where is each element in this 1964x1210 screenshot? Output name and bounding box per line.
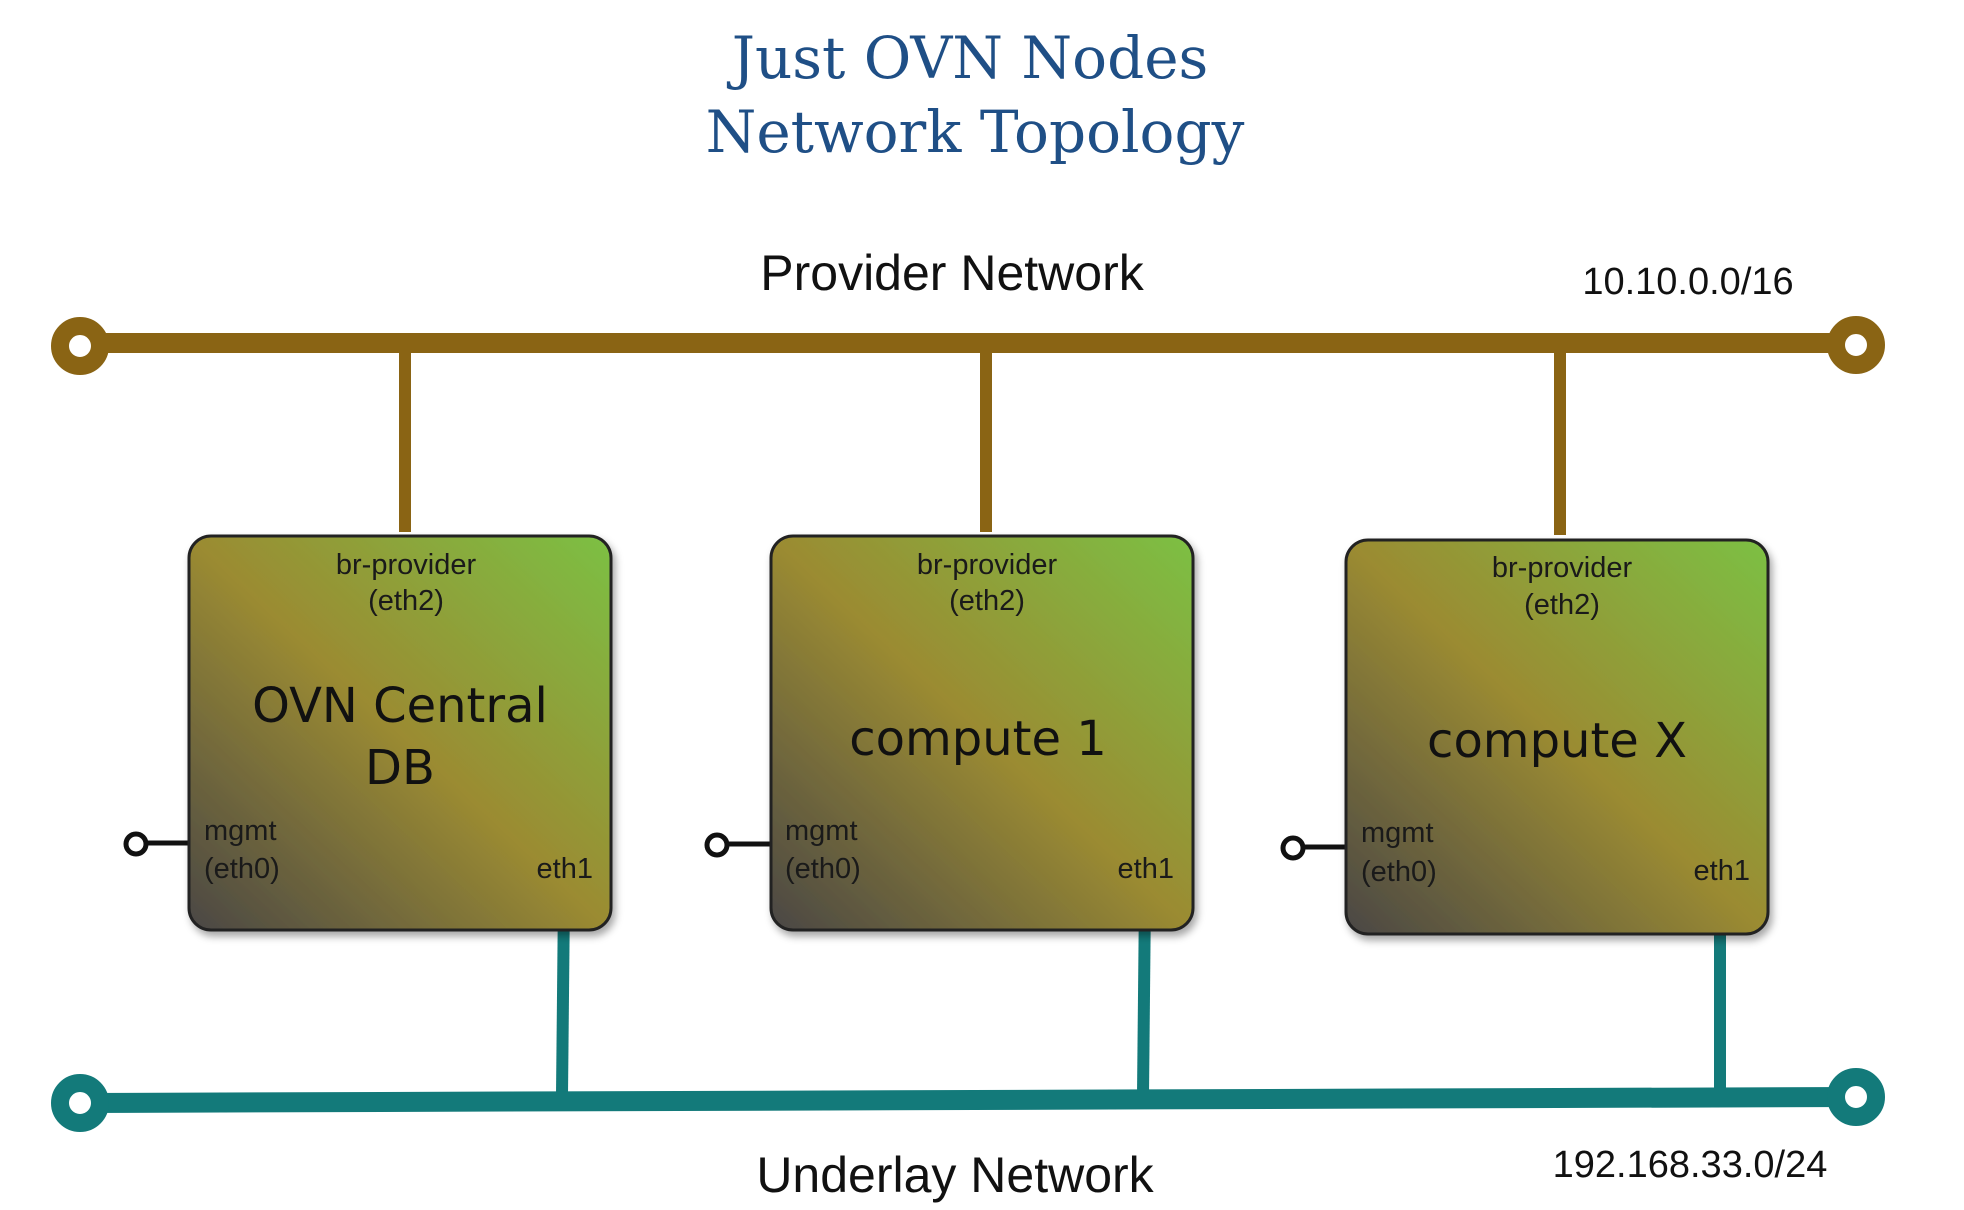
mgmt-port-node-3	[1280, 835, 1306, 861]
provider-network-label: Provider Network	[760, 245, 1144, 301]
provider-port-sublabel-1: (eth2)	[368, 585, 444, 617]
node-compute-x: br-provider (eth2) compute X mgmt (eth0)…	[1280, 538, 1770, 936]
provider-network-cidr: 10.10.0.0/16	[1582, 261, 1793, 303]
node-name-2: compute 1	[849, 711, 1107, 767]
underlay-bus-end-left	[51, 1074, 109, 1132]
provider-bus-end-right	[1827, 316, 1885, 374]
node-compute-1: br-provider (eth2) compute 1 mgmt (eth0)…	[704, 534, 1195, 932]
node-box-1	[187, 534, 613, 932]
mgmt-port-label-1: mgmt	[204, 815, 277, 847]
provider-port-sublabel-2: (eth2)	[949, 585, 1025, 617]
mgmt-port-sublabel-3: (eth0)	[1361, 856, 1437, 888]
node-name-1: OVN Central	[252, 678, 548, 734]
mgmt-port-sublabel-2: (eth0)	[785, 853, 861, 885]
underlay-port-label-1: eth1	[537, 853, 593, 885]
underlay-bus-end-right	[1827, 1068, 1885, 1126]
mgmt-port-label-2: mgmt	[785, 815, 858, 847]
mgmt-port-label-3: mgmt	[1361, 817, 1434, 849]
provider-bus-end-left	[51, 317, 109, 375]
node-box-3	[1344, 538, 1770, 936]
provider-port-label-2: br-provider	[917, 549, 1058, 581]
provider-port-label-3: br-provider	[1492, 552, 1633, 584]
diagram-title-line1: Just OVN Nodes	[727, 24, 1209, 92]
diagram-title-line2: Network Topology	[706, 98, 1245, 166]
underlay-network-cidr: 192.168.33.0/24	[1553, 1144, 1828, 1186]
underlay-bus-line	[79, 1087, 1856, 1113]
mgmt-port-sublabel-1: (eth0)	[204, 853, 280, 885]
mgmt-port-node-1	[123, 831, 149, 857]
mgmt-port-node-2	[704, 832, 730, 858]
node-ovn-central-db: br-provider (eth2) OVN Central DB mgmt (…	[123, 534, 613, 932]
provider-network-bus	[51, 316, 1885, 535]
node-name-3: compute X	[1427, 713, 1687, 769]
underlay-port-label-3: eth1	[1694, 855, 1750, 887]
underlay-port-label-2: eth1	[1118, 853, 1174, 885]
provider-port-label-1: br-provider	[336, 549, 477, 581]
provider-port-sublabel-3: (eth2)	[1524, 589, 1600, 621]
underlay-network-label: Underlay Network	[756, 1147, 1154, 1203]
node-name-1-line2: DB	[365, 740, 435, 796]
node-box-2	[769, 534, 1195, 932]
